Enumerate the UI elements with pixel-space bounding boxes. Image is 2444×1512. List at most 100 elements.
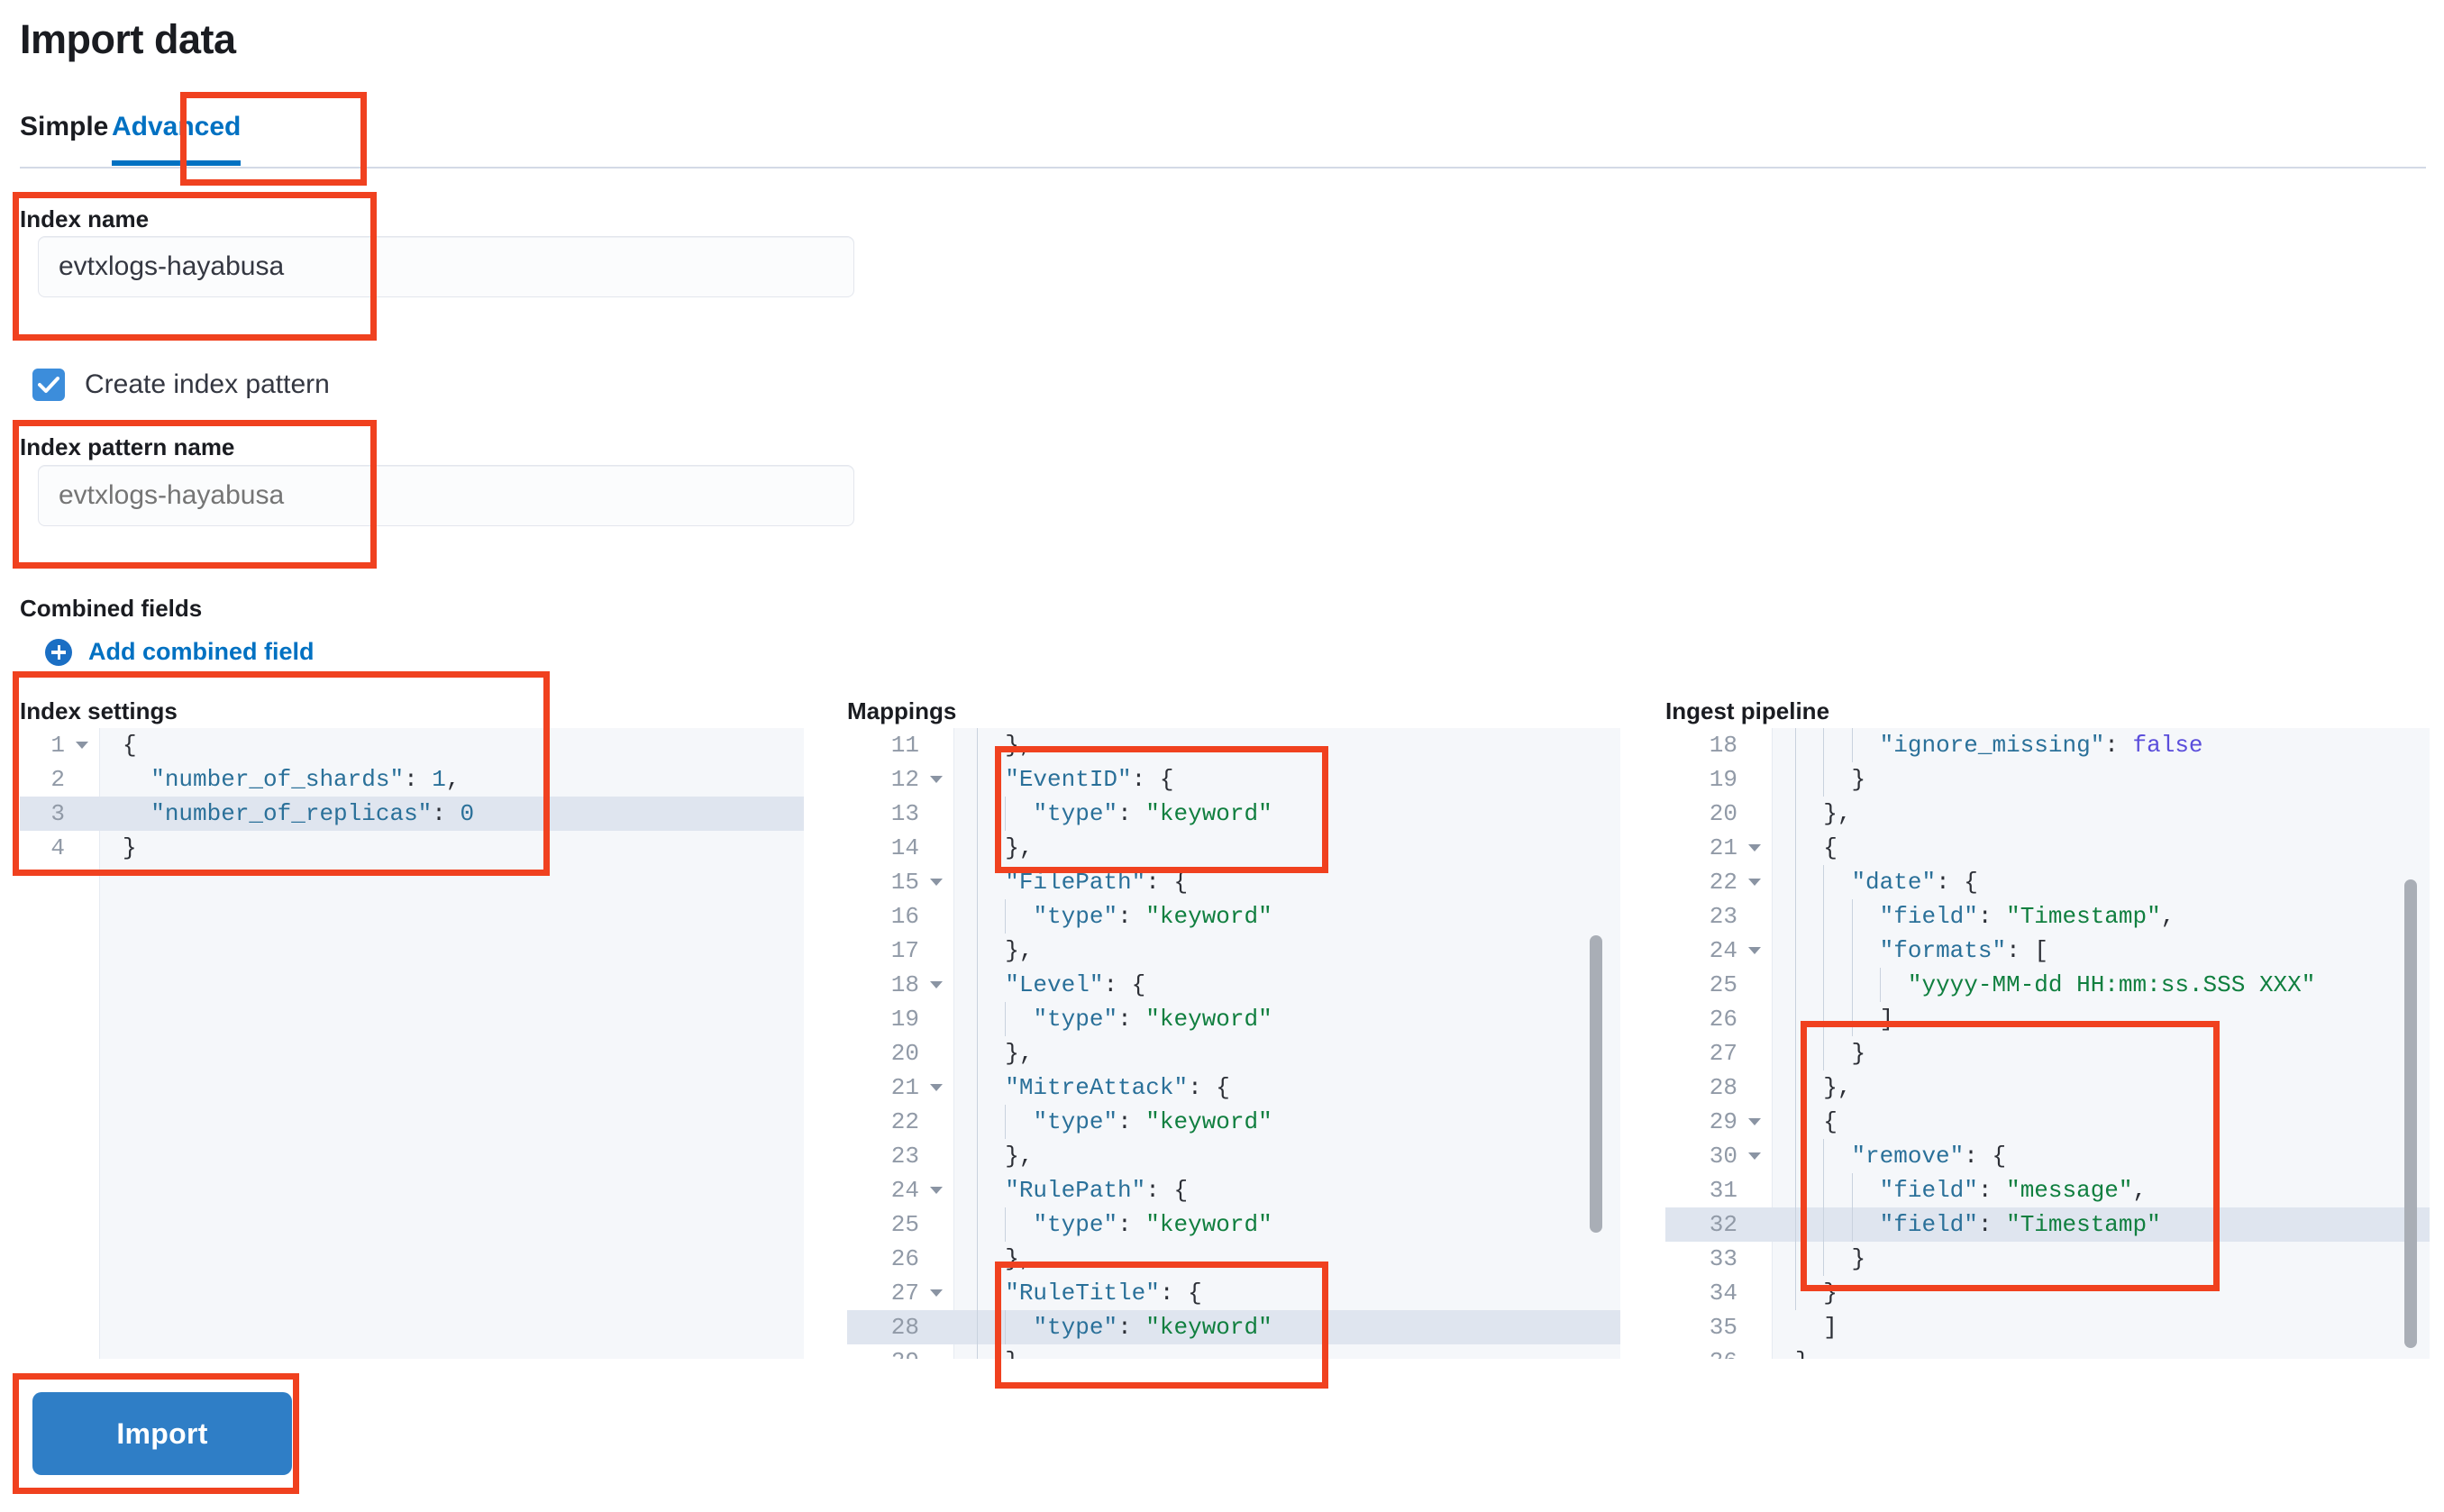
code-line[interactable]: "type": "keyword" [953, 1310, 1620, 1344]
line-number: 25 [1709, 971, 1737, 998]
indent-guide [1823, 1036, 1825, 1070]
code-line[interactable]: { [1772, 831, 2430, 865]
tab-advanced[interactable]: Advanced [112, 99, 242, 166]
indent-guide [1795, 1002, 1796, 1036]
ingest-pipeline-code[interactable]: "ignore_missing": false } }, { "date": {… [1772, 728, 2430, 1359]
indent-guide [1823, 1173, 1825, 1207]
code-text: { [123, 732, 137, 759]
line-number: 33 [1709, 1245, 1737, 1272]
line-number: 22 [890, 1108, 919, 1135]
tab-simple[interactable]: Simple [20, 112, 109, 141]
code-line[interactable]: "type": "keyword" [953, 899, 1620, 934]
code-line[interactable]: } [1772, 1344, 2430, 1359]
code-text: { [1823, 834, 1838, 861]
code-line[interactable]: } [1772, 1276, 2430, 1310]
code-line[interactable]: }, [1772, 1070, 2430, 1105]
mappings-editor[interactable]: 11121314151617181920212223242526272829 }… [847, 728, 1620, 1359]
fold-triangle-icon[interactable] [1748, 844, 1761, 852]
code-line[interactable]: "type": "keyword" [953, 1105, 1620, 1139]
fold-triangle-icon[interactable] [1748, 1118, 1761, 1125]
code-line[interactable]: ] [1772, 1002, 2430, 1036]
fold-triangle-icon[interactable] [930, 776, 943, 783]
code-line[interactable]: "EventID": { [953, 762, 1620, 797]
mappings-gutter: 11121314151617181920212223242526272829 [847, 728, 954, 1359]
fold-triangle-icon[interactable] [1748, 879, 1761, 886]
code-line[interactable]: }, [1772, 797, 2430, 831]
code-line[interactable]: }, [953, 1344, 1620, 1359]
fold-triangle-icon[interactable] [1748, 1152, 1761, 1160]
code-line[interactable]: "field": "Timestamp", [1772, 899, 2430, 934]
checkbox-checked-icon[interactable] [32, 369, 65, 401]
code-line[interactable]: "type": "keyword" [953, 1002, 1620, 1036]
indent-guide [977, 1036, 978, 1070]
code-line[interactable]: } [1772, 1036, 2430, 1070]
ingest-pipeline-scrollbar[interactable] [2404, 879, 2417, 1348]
code-line[interactable]: "field": "Timestamp" [1772, 1207, 2430, 1242]
code-line[interactable]: }, [953, 1139, 1620, 1173]
code-line[interactable]: "remove": { [1772, 1139, 2430, 1173]
code-line[interactable]: ] [1772, 1310, 2430, 1344]
code-line[interactable]: "Level": { [953, 968, 1620, 1002]
fold-triangle-icon[interactable] [76, 742, 88, 749]
code-text: }, [1005, 1245, 1034, 1272]
line-number: 22 [1665, 865, 1772, 899]
line-number: 26 [1709, 1006, 1737, 1033]
line-number: 27 [847, 1276, 953, 1310]
create-index-pattern-row[interactable]: Create index pattern [32, 365, 330, 405]
code-line[interactable]: }, [953, 934, 1620, 968]
code-line[interactable]: "yyyy-MM-dd HH:mm:ss.SSS XXX" [1772, 968, 2430, 1002]
fold-triangle-icon[interactable] [930, 879, 943, 886]
mappings-code[interactable]: }, "EventID": { "type": "keyword" }, "Fi… [953, 728, 1620, 1359]
code-line[interactable]: { [1772, 1105, 2430, 1139]
code-line[interactable]: "number_of_replicas": 0 [99, 797, 804, 831]
mappings-title: Mappings [847, 697, 957, 724]
code-line[interactable]: "field": "message", [1772, 1173, 2430, 1207]
code-line[interactable]: { [99, 728, 804, 762]
code-line[interactable]: }, [953, 1036, 1620, 1070]
code-line[interactable]: "type": "keyword" [953, 1207, 1620, 1242]
code-line[interactable]: } [99, 831, 804, 865]
fold-triangle-icon[interactable] [930, 1187, 943, 1194]
code-line[interactable]: } [1772, 1242, 2430, 1276]
index-name-input[interactable] [38, 236, 854, 297]
fold-triangle-icon[interactable] [930, 1289, 943, 1297]
code-text: "field": "Timestamp" [1879, 1211, 2161, 1238]
line-number: 11 [890, 732, 919, 759]
code-line[interactable]: "RuleTitle": { [953, 1276, 1620, 1310]
code-line[interactable]: }, [953, 831, 1620, 865]
code-line[interactable]: "number_of_shards": 1, [99, 762, 804, 797]
mappings-scrollbar[interactable] [1590, 935, 1602, 1233]
index-pattern-name-input[interactable] [38, 465, 854, 526]
indent-guide [1823, 934, 1825, 968]
line-number: 20 [890, 1040, 919, 1067]
index-settings-code[interactable]: { "number_of_shards": 1, "number_of_repl… [99, 728, 804, 1359]
code-line[interactable]: "date": { [1772, 865, 2430, 899]
code-line[interactable]: "ignore_missing": false [1772, 728, 2430, 762]
indent-guide [977, 1070, 978, 1105]
ingest-pipeline-editor[interactable]: 18192021222324252627282930313233343536 "… [1665, 728, 2430, 1359]
indent-guide [1851, 968, 1853, 1002]
code-text: "type": "keyword" [1033, 1211, 1272, 1238]
code-line[interactable]: }, [953, 1242, 1620, 1276]
import-button[interactable]: Import [32, 1392, 292, 1475]
code-line[interactable]: "RulePath": { [953, 1173, 1620, 1207]
line-number: 31 [1709, 1177, 1737, 1204]
line-number: 34 [1709, 1280, 1737, 1307]
code-line[interactable]: "MitreAttack": { [953, 1070, 1620, 1105]
code-line[interactable]: } [1772, 762, 2430, 797]
line-number: 21 [847, 1070, 953, 1105]
code-line[interactable]: "type": "keyword" [953, 797, 1620, 831]
code-line[interactable]: "FilePath": { [953, 865, 1620, 899]
code-line[interactable]: }, [953, 728, 1620, 762]
fold-triangle-icon[interactable] [930, 1084, 943, 1091]
code-line[interactable]: "formats": [ [1772, 934, 2430, 968]
fold-triangle-icon[interactable] [1748, 947, 1761, 954]
code-text: "formats": [ [1879, 937, 2048, 964]
indent-guide [1795, 865, 1796, 899]
add-combined-field-button[interactable]: Add combined field [45, 638, 315, 666]
fold-triangle-icon[interactable] [930, 981, 943, 988]
code-text: }, [1005, 1143, 1034, 1170]
